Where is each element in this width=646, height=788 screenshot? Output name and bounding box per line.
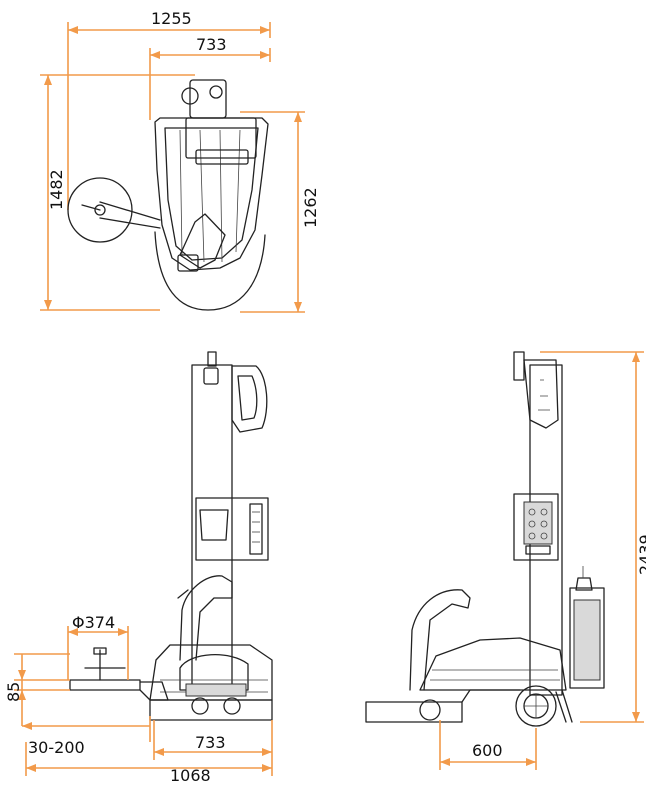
dim-label-phi374: Φ374 (72, 613, 115, 632)
rear-view: 2439 600 (365, 351, 646, 770)
dim-turntable-diameter: Φ374 (67, 613, 129, 680)
rear-view-machine (365, 351, 605, 727)
dim-label-733-top: 733 (196, 35, 227, 54)
dim-top-inner-width: 733 (149, 35, 271, 120)
dim-label-1068: 1068 (170, 766, 211, 783)
dim-top-overall-length: 1482 (40, 74, 195, 311)
dim-label-30-200: 30-200 (28, 738, 85, 757)
dim-label-600: 600 (472, 741, 503, 760)
dim-label-2439: 2439 (636, 534, 646, 575)
top-view-machine (67, 79, 269, 311)
dim-overall-height: 2439 (540, 351, 646, 723)
dim-top-overall-width: 1255 (67, 9, 271, 210)
dim-label-1482: 1482 (47, 169, 66, 210)
side-view: Φ374 85 30-200 733 (4, 351, 273, 785)
dim-label-733-side: 733 (195, 733, 226, 752)
dim-chassis-length: 733 (153, 720, 273, 760)
dim-label-1262: 1262 (301, 187, 320, 228)
dim-label-1255: 1255 (151, 9, 192, 28)
side-view-machine (69, 351, 273, 721)
dim-height-range: 30-200 (22, 716, 151, 757)
top-view: 1255 733 1482 1262 (40, 9, 320, 313)
dim-overall-length: 1068 (25, 742, 273, 785)
dim-label-85: 85 (4, 682, 23, 702)
dim-top-body-length: 1262 (240, 111, 320, 313)
dim-platform-height: 85 (4, 653, 70, 726)
dim-wheel-base: 600 (439, 720, 537, 770)
